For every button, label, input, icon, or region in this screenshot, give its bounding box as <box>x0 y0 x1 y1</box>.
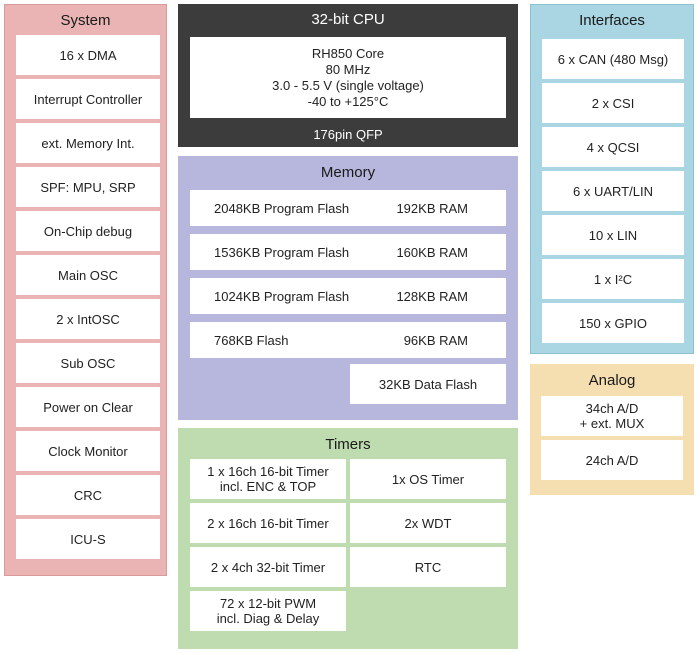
system-item: Interrupt Controller <box>16 79 160 119</box>
program-flash: 2048KB Program Flash <box>214 200 350 216</box>
interface-item: 150 x GPIO <box>542 303 684 343</box>
system-item: ICU-S <box>16 519 160 559</box>
analog-line: + ext. MUX <box>579 416 645 431</box>
memory-row: 1024KB Program Flash 128KB RAM <box>190 278 506 314</box>
program-flash: 1536KB Program Flash <box>214 244 350 260</box>
timer-line: 2 x 16ch 16-bit Timer <box>207 515 329 531</box>
program-flash: 1024KB Program Flash <box>214 288 350 304</box>
analog-line: 24ch A/D <box>585 452 639 468</box>
ram: 160KB RAM <box>396 244 468 260</box>
ram: 192KB RAM <box>396 200 468 216</box>
analog-item: 24ch A/D <box>541 440 683 480</box>
cpu-title: 32-bit CPU <box>311 11 385 28</box>
cpu-frequency: 80 MHz <box>325 61 371 77</box>
interfaces-panel: Interfaces 6 x CAN (480 Msg) 2 x CSI 4 x… <box>530 4 694 354</box>
timer-item: 2 x 4ch 32-bit Timer <box>190 547 346 587</box>
cpu-panel: 32-bit CPU RH850 Core 80 MHz 3.0 - 5.5 V… <box>178 4 518 147</box>
interface-item: 10 x LIN <box>542 215 684 255</box>
timer-item: 1 x 16ch 16-bit Timer incl. ENC & TOP <box>190 459 346 499</box>
timer-line: incl. Diag & Delay <box>216 611 320 626</box>
memory-title: Memory <box>320 164 376 181</box>
system-item: SPF: MPU, SRP <box>16 167 160 207</box>
interface-item: 4 x QCSI <box>542 127 684 167</box>
cpu-voltage: 3.0 - 5.5 V (single voltage) <box>272 77 424 93</box>
os-timer: 1x OS Timer <box>350 459 506 499</box>
timer-line: incl. ENC & TOP <box>219 479 317 494</box>
system-item: ext. Memory Int. <box>16 123 160 163</box>
memory-row: 1536KB Program Flash 160KB RAM <box>190 234 506 270</box>
program-flash: 768KB Flash <box>214 332 289 348</box>
system-item: Clock Monitor <box>16 431 160 471</box>
timers-panel: Timers 1 x 16ch 16-bit Timer incl. ENC &… <box>178 428 518 649</box>
cpu-core: RH850 Core <box>311 45 385 61</box>
analog-panel: Analog 34ch A/D + ext. MUX 24ch A/D <box>530 364 694 495</box>
memory-panel: Memory 2048KB Program Flash 192KB RAM 15… <box>178 156 518 420</box>
interfaces-title: Interfaces <box>579 12 645 29</box>
system-panel: System 16 x DMA Interrupt Controller ext… <box>4 4 167 576</box>
timer-line: 1 x 16ch 16-bit Timer <box>207 464 329 479</box>
system-item: Main OSC <box>16 255 160 295</box>
analog-item: 34ch A/D + ext. MUX <box>541 396 683 436</box>
system-item: CRC <box>16 475 160 515</box>
system-item: Power on Clear <box>16 387 160 427</box>
data-flash: 32KB Data Flash <box>350 364 506 404</box>
timer-line: 2 x 4ch 32-bit Timer <box>210 559 326 575</box>
interface-item: 1 x I²C <box>542 259 684 299</box>
cpu-spec-box: RH850 Core 80 MHz 3.0 - 5.5 V (single vo… <box>190 37 506 118</box>
ram: 128KB RAM <box>396 288 468 304</box>
memory-row: 2048KB Program Flash 192KB RAM <box>190 190 506 226</box>
system-title: System <box>60 12 111 29</box>
timer-line: 72 x 12-bit PWM <box>219 596 317 611</box>
system-item: Sub OSC <box>16 343 160 383</box>
system-item: 2 x IntOSC <box>16 299 160 339</box>
rtc: RTC <box>350 547 506 587</box>
interface-item: 6 x UART/LIN <box>542 171 684 211</box>
system-item: 16 x DMA <box>16 35 160 75</box>
timer-item: 72 x 12-bit PWM incl. Diag & Delay <box>190 591 346 631</box>
cpu-temperature: -40 to +125°C <box>307 93 389 109</box>
timers-title: Timers <box>325 436 371 453</box>
memory-row: 768KB Flash 96KB RAM <box>190 322 506 358</box>
watchdog-timer: 2x WDT <box>350 503 506 543</box>
analog-title: Analog <box>588 372 636 389</box>
cpu-package: 176pin QFP <box>313 127 383 142</box>
analog-line: 34ch A/D <box>585 401 639 416</box>
interface-item: 2 x CSI <box>542 83 684 123</box>
system-item: On-Chip debug <box>16 211 160 251</box>
ram: 96KB RAM <box>403 332 468 348</box>
interface-item: 6 x CAN (480 Msg) <box>542 39 684 79</box>
timer-item: 2 x 16ch 16-bit Timer <box>190 503 346 543</box>
